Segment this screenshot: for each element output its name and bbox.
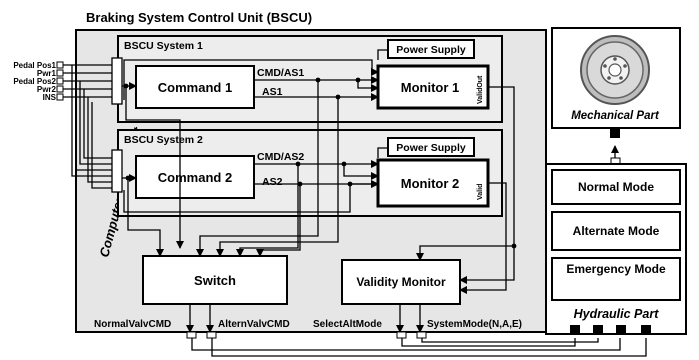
command1-box xyxy=(135,65,255,109)
hydraulic-part-label: Hydraulic Part xyxy=(574,307,660,321)
select-alt-mode-label: SelectAltMode xyxy=(313,319,382,330)
input-label: Pwr2 xyxy=(37,85,57,94)
normal-mode-box xyxy=(551,169,681,205)
mechanical-port xyxy=(610,128,620,138)
alternate-mode-label: Alternate Mode xyxy=(573,224,660,238)
monitor2-box xyxy=(376,158,490,208)
system-mode-label: SystemMode(N,A,E) xyxy=(427,319,522,330)
input-ports xyxy=(56,61,64,101)
switch-label: Switch xyxy=(194,273,236,288)
power-supply1-box xyxy=(387,39,475,59)
mechanical-part-label: Mechanical Part xyxy=(571,110,660,122)
emergency-mode-label: Emergency Mode xyxy=(566,262,666,276)
system2-wiring xyxy=(236,147,514,294)
as1-label: AS1 xyxy=(262,86,283,98)
cmd-as2-label: CMD/AS2 xyxy=(257,151,304,163)
switch-box xyxy=(142,255,288,305)
bscu-system1-label: BSCU System 1 xyxy=(124,40,203,52)
bscu-system2-label: BSCU System 2 xyxy=(124,134,203,146)
output-ports xyxy=(186,331,427,339)
emergency-mode-box xyxy=(551,257,681,301)
monitor2-label: Monitor 2 xyxy=(401,176,460,191)
wheel-icon xyxy=(580,35,650,105)
monitor1-label: Monitor 1 xyxy=(401,80,460,95)
monitor2-valid-label: Valid xyxy=(477,184,484,200)
input-wiring xyxy=(63,57,379,257)
as2-label: AS2 xyxy=(262,176,283,188)
input-label: INS xyxy=(43,93,57,102)
input-label: Pwr1 xyxy=(37,69,57,78)
input-label: Pedal Pos2 xyxy=(13,77,56,86)
power-supply2-box xyxy=(387,137,475,157)
input-label: Pedal Pos1 xyxy=(13,61,56,70)
normal-mode-label: Normal Mode xyxy=(578,180,654,194)
hydraulic-input-ports xyxy=(570,325,651,335)
command2-box xyxy=(135,155,255,199)
input-labels: Pedal Pos1 Pwr1 Pedal Pos2 Pwr2 INS xyxy=(13,61,56,102)
diagram-title: Braking System Control Unit (BSCU) xyxy=(86,10,312,25)
power-supply2-label: Power Supply xyxy=(396,142,466,154)
command1-label: Command 1 xyxy=(158,80,232,95)
validity-monitor-box xyxy=(341,259,461,305)
junction-dots xyxy=(123,77,517,249)
command2-label: Command 2 xyxy=(158,170,232,185)
emergency-mode-text-wrap: Emergency Mode xyxy=(566,262,666,276)
normal-valv-cmd-label: NormalValvCMD xyxy=(94,319,171,330)
power-supply1-label: Power Supply xyxy=(396,44,466,56)
monitor1-valid-label: ValidOut xyxy=(477,75,484,104)
validity-monitor-label: Validity Monitor xyxy=(356,275,446,289)
altern-valv-cmd-label: AlternValvCMD xyxy=(218,319,290,330)
output-wiring xyxy=(186,304,647,357)
cmd-as1-label: CMD/AS1 xyxy=(257,67,304,79)
alternate-mode-box xyxy=(551,211,681,251)
monitor1-box xyxy=(376,64,490,110)
